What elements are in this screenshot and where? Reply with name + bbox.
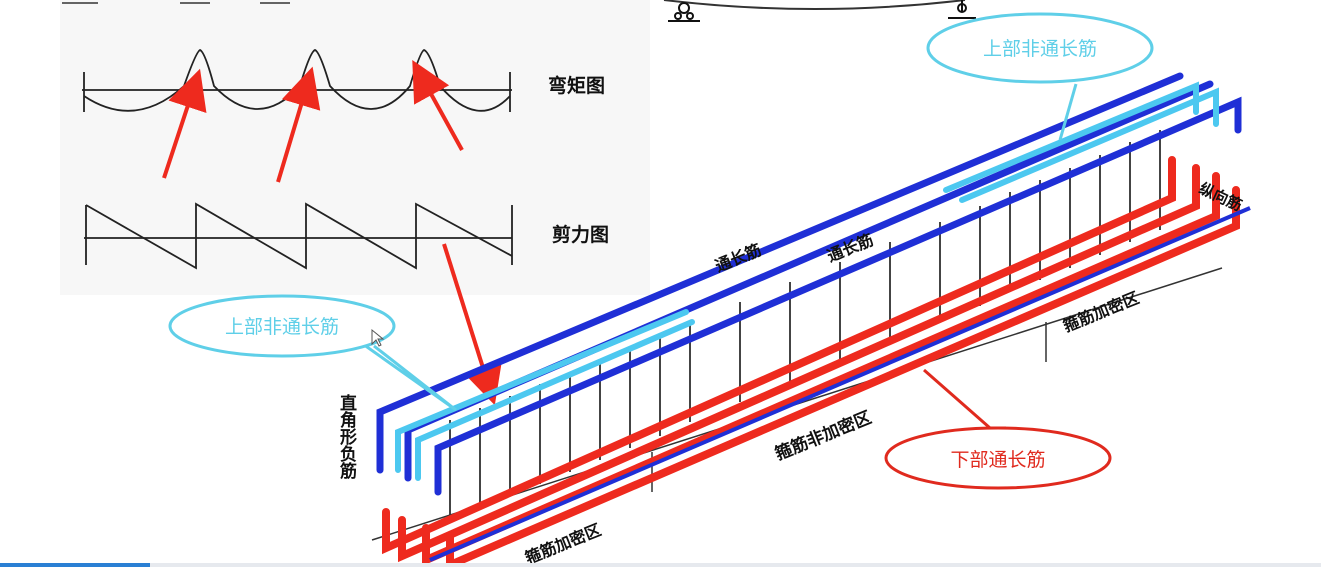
callout-top-left-text: 上部非通长筋 [225, 316, 339, 338]
shear-label: 剪力图 [552, 223, 609, 246]
right-angle-neg-bar-label: 直角形负筋 [336, 393, 358, 480]
top-non-through-bars [395, 81, 1219, 481]
shear-diagram [84, 202, 513, 270]
side-bar [429, 206, 1251, 562]
progress-segment [0, 563, 150, 567]
callout-top-left: 上部非通长筋 [168, 294, 457, 412]
moment-label: 弯矩图 [548, 74, 605, 97]
callout-bottom-text: 下部通长筋 [950, 449, 1045, 471]
rebar-cage [371, 72, 1251, 567]
beam-supports [663, 0, 976, 22]
correlation-arrows [162, 59, 502, 406]
callout-top-right-text: 上部非通长筋 [983, 38, 1097, 60]
callout-bottom: 下部通长筋 [884, 368, 1112, 490]
bottom-progress-bar [0, 563, 1321, 567]
scan-panel-left [60, 0, 650, 295]
right-side-bar-label: 纵向筋 [1196, 179, 1244, 214]
callout-top-right: 上部非通长筋 [926, 12, 1154, 141]
through-bar-label-1: 通长筋 [712, 240, 764, 276]
mouse-cursor [371, 328, 385, 347]
